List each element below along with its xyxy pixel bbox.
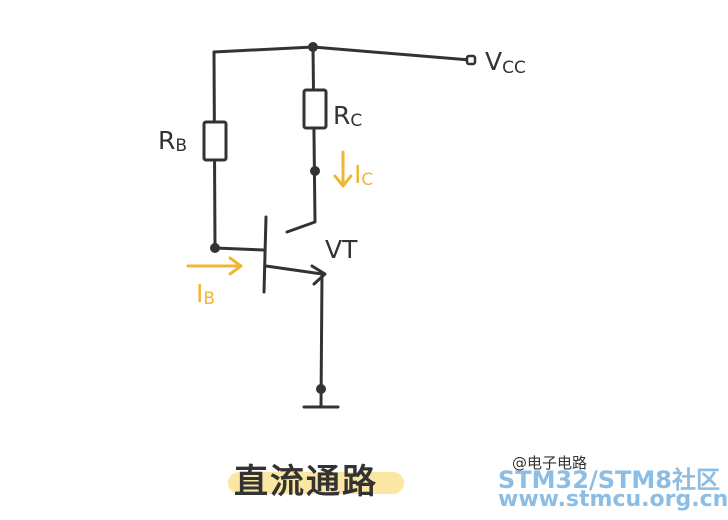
emitter-lead (264, 264, 324, 276)
ic-label: IC (354, 160, 373, 190)
caption-text: 直流通路 (234, 462, 378, 502)
rc-label: RC (333, 101, 362, 131)
ic-arrow-head (333, 174, 353, 188)
base-bar (262, 215, 268, 294)
top-junction (308, 42, 318, 52)
caption-highlight (228, 472, 404, 494)
ground-node (316, 384, 326, 394)
rc-wire (285, 45, 317, 234)
rc-resistor (302, 88, 328, 130)
author-handle: @电子电路 (512, 454, 588, 472)
vcc-label: VCC (485, 47, 526, 78)
emitter-arrow (310, 264, 327, 286)
top-wire (212, 45, 472, 62)
base-junction (210, 243, 220, 253)
ib-arrow-head (228, 256, 243, 276)
diagram-caption: 直流通路 (226, 452, 406, 502)
watermark-title: STM32/STM8社区 (498, 466, 720, 494)
rb-resistor (202, 120, 228, 162)
collector-node (310, 166, 320, 176)
watermark-url: www.stmcu.org.cn (498, 487, 728, 512)
vt-label: VT (325, 235, 358, 264)
rb-label: RB (158, 126, 187, 156)
ib-label: IB (196, 279, 215, 309)
vcc-terminal (465, 54, 477, 66)
